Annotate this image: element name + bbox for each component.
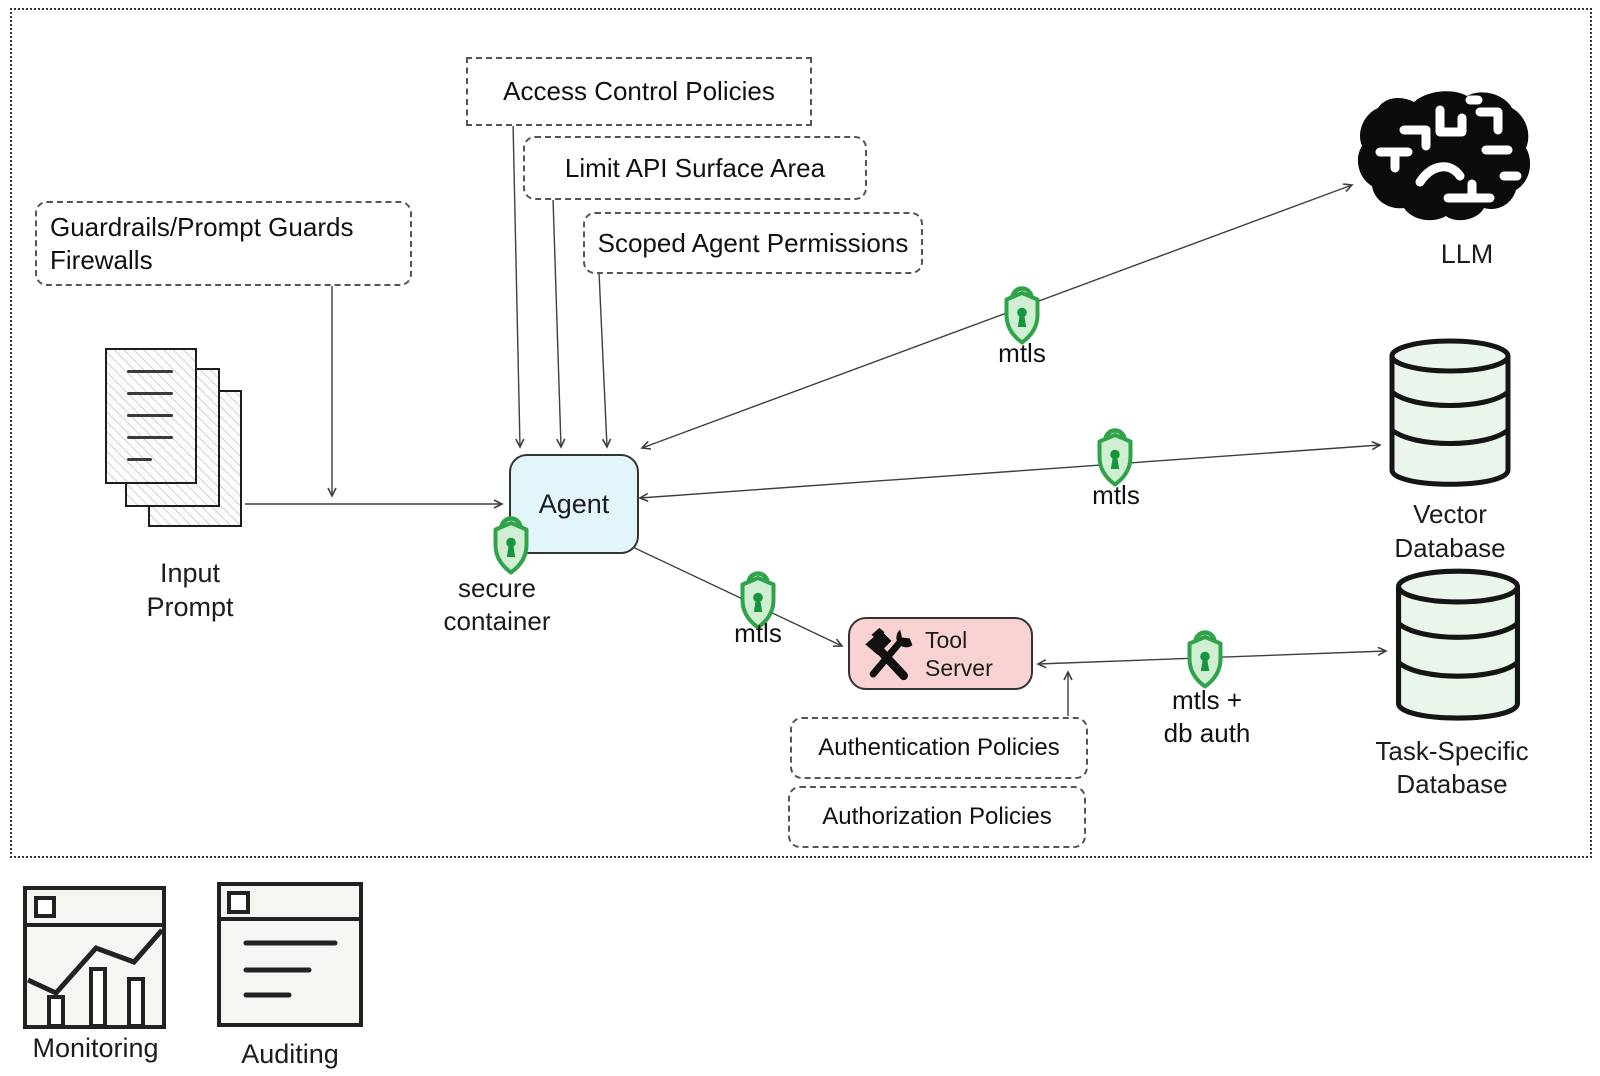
limit-api-surface-box: Limit API Surface Area — [523, 136, 867, 200]
tool-server-node: Tool Server — [848, 617, 1033, 690]
vector-database-label: Vector Database — [1394, 499, 1506, 563]
scoped-agent-permissions-box: Scoped Agent Permissions — [583, 212, 923, 274]
mtls-db-auth-shield-lock-icon — [1187, 630, 1223, 689]
monitoring-label: Monitoring — [32, 1033, 159, 1063]
agent-node: Agent — [509, 454, 639, 554]
vector-database-icon — [1389, 338, 1511, 487]
input-prompt-documents-icon — [100, 345, 250, 527]
authentication-policies-label: Authentication Policies — [818, 734, 1060, 761]
mtls-db-auth-label: mtls + db auth — [1163, 685, 1251, 748]
secure-container-shield-lock-icon — [493, 516, 529, 575]
mtls-label-llm-link: mtls — [998, 338, 1046, 368]
mtls-shield-lock-icon — [1097, 428, 1133, 487]
task-specific-database-icon — [1395, 568, 1521, 721]
input-prompt-label: Input Prompt — [146, 558, 234, 622]
llm-label: LLM — [1440, 239, 1494, 269]
brain-circuit-icon — [1357, 91, 1531, 221]
guardrails-box: Guardrails/Prompt Guards Firewalls — [35, 201, 412, 286]
authentication-policies-box: Authentication Policies — [790, 717, 1088, 779]
agent-label: Agent — [538, 488, 610, 519]
trust-boundary-dotted-border — [10, 8, 1592, 858]
task-specific-database-label: Task-Specific Database — [1375, 736, 1529, 799]
mtls-label-tool-link: mtls — [734, 618, 782, 648]
auditing-log-window-icon — [217, 882, 363, 1027]
mtls-shield-lock-icon — [740, 571, 776, 630]
authorization-policies-box: Authorization Policies — [788, 786, 1086, 848]
limit-api-surface-label: Limit API Surface Area — [564, 152, 826, 183]
scoped-agent-permissions-label: Scoped Agent Permissions — [597, 227, 909, 258]
mtls-label-vector-link: mtls — [1092, 480, 1140, 510]
access-control-policies-box: Access Control Policies — [466, 57, 812, 126]
auditing-label: Auditing — [241, 1039, 339, 1069]
authorization-policies-label: Authorization Policies — [822, 803, 1052, 830]
tool-server-label: Tool Server — [925, 626, 993, 681]
secure-container-label: secure container — [443, 573, 551, 636]
access-control-policies-label: Access Control Policies — [503, 76, 775, 106]
monitoring-chart-window-icon — [23, 886, 166, 1029]
mtls-shield-lock-icon — [1004, 286, 1040, 345]
hammer-wrench-icon — [865, 627, 913, 680]
guardrails-label: Guardrails/Prompt Guards Firewalls — [50, 211, 354, 275]
